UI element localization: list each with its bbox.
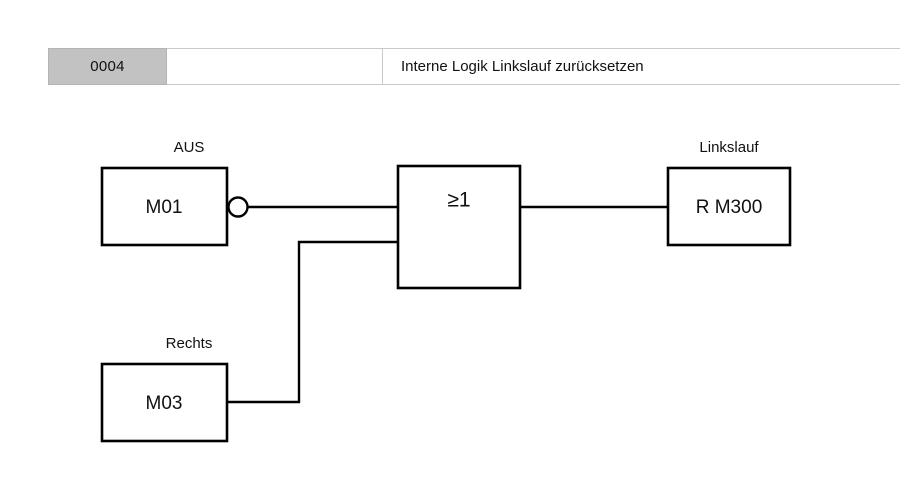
header-index-cell[interactable]: 0004 bbox=[48, 48, 167, 85]
block-aus[interactable]: M01 AUS bbox=[100, 139, 249, 247]
header-comment-value: Interne Logik Linkslauf zurücksetzen bbox=[401, 58, 644, 75]
block-or-gate[interactable]: ≥1 bbox=[396, 164, 522, 290]
block-rechts-rect[interactable] bbox=[100, 362, 229, 443]
wire-rechts-to-or bbox=[225, 240, 400, 404]
header-comment-cell[interactable]: Interne Logik Linkslauf zurücksetzen bbox=[383, 48, 900, 85]
block-rechts[interactable]: M03 Rechts bbox=[100, 335, 229, 443]
function-block-header-row: 0004 Interne Logik Linkslauf zurücksetze… bbox=[48, 48, 900, 85]
block-linkslauf-rect[interactable] bbox=[666, 166, 792, 247]
inverter-bubble-icon bbox=[227, 196, 249, 218]
block-linkslauf[interactable]: R M300 Linkslauf bbox=[666, 139, 792, 247]
header-blank-cell[interactable] bbox=[167, 48, 383, 85]
block-rechts-text: M03 bbox=[146, 393, 183, 414]
block-or-gate-symbol: ≥1 bbox=[447, 189, 470, 212]
block-aus-label: AUS bbox=[174, 139, 205, 156]
header-index-value: 0004 bbox=[90, 58, 125, 75]
wire-group bbox=[225, 205, 670, 404]
block-or-gate-rect[interactable] bbox=[396, 164, 522, 290]
block-aus-rect[interactable] bbox=[100, 166, 229, 247]
block-linkslauf-label: Linkslauf bbox=[699, 139, 759, 156]
block-aus-text: M01 bbox=[146, 197, 183, 218]
block-rechts-label: Rechts bbox=[166, 335, 213, 352]
block-linkslauf-text: R M300 bbox=[696, 197, 763, 218]
